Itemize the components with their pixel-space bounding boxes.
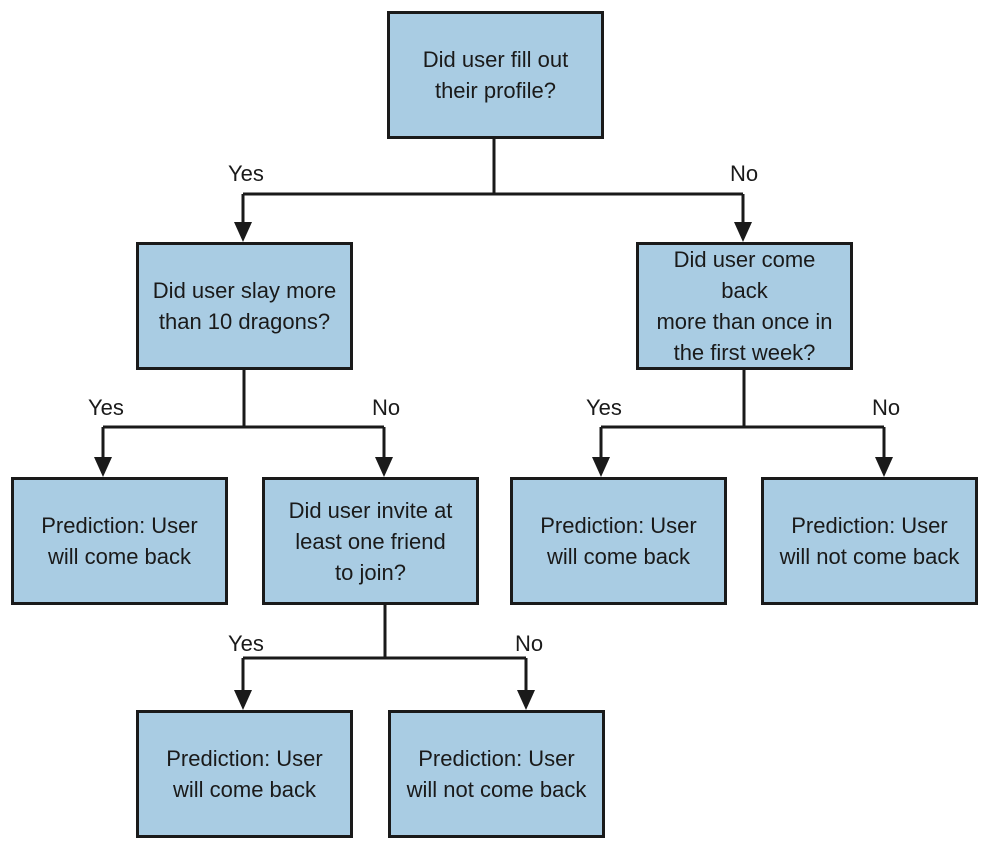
- node-text-line: Did user fill out: [422, 47, 569, 72]
- dragons-connector-right-arrowhead: [375, 457, 393, 477]
- node-prediction-week-yes: Prediction: User will come back: [510, 477, 727, 605]
- edge-label-root-yes: Yes: [228, 161, 264, 186]
- invite-connector-left-arrowhead: [234, 690, 252, 710]
- node-text-line: will not come back: [779, 544, 960, 569]
- node-prediction-week-no: Prediction: User will not come back: [761, 477, 978, 605]
- node-prediction-invite-no: Prediction: User will not come back: [388, 710, 605, 838]
- node-text-line: than 10 dragons?: [158, 309, 331, 334]
- node-text-line: will come back: [546, 544, 691, 569]
- node-text-line: more than once in: [656, 309, 833, 334]
- node-text-line: Did user invite at: [288, 497, 453, 523]
- edge-label-week-yes: Yes: [586, 395, 622, 420]
- node-prediction-dragons-yes: Prediction: User will come back: [11, 477, 228, 605]
- node-text-line: to join?: [335, 559, 406, 585]
- node-come-back-first-week: Did user come back more than once in the…: [636, 242, 853, 370]
- node-text-line: least one friend: [295, 528, 446, 554]
- node-text-line: Prediction: User: [791, 513, 948, 538]
- node-text-line: the first week?: [673, 340, 816, 365]
- week-connector-right-arrowhead: [875, 457, 893, 477]
- edge-label-invite-no: No: [515, 631, 544, 656]
- node-text-line: will not come back: [406, 777, 587, 802]
- node-slay-dragons: Did user slay more than 10 dragons?: [136, 242, 353, 370]
- edge-label-week-no: No: [872, 395, 901, 420]
- node-fill-out-profile: Did user fill out their profile?: [387, 11, 604, 139]
- node-text-line: their profile?: [434, 78, 557, 103]
- edge-label-root-no: No: [730, 161, 759, 186]
- node-text-line: Did user come back: [673, 247, 816, 303]
- node-text-line: will come back: [47, 544, 192, 569]
- dragons-connector-left-arrowhead: [94, 457, 112, 477]
- week-connector-left-arrowhead: [592, 457, 610, 477]
- root-connector-left-arrowhead: [234, 222, 252, 242]
- node-text-line: Prediction: User: [540, 513, 697, 538]
- node-prediction-invite-yes: Prediction: User will come back: [136, 710, 353, 838]
- edge-label-dragons-yes: Yes: [88, 395, 124, 420]
- node-text-line: Prediction: User: [418, 746, 575, 771]
- node-text-line: will come back: [172, 777, 317, 802]
- edge-label-invite-yes: Yes: [228, 631, 264, 656]
- node-invite-friend: Did user invite at least one friend to j…: [262, 477, 479, 605]
- node-text-line: Did user slay more: [152, 278, 337, 303]
- node-text-line: Prediction: User: [41, 513, 198, 538]
- invite-connector-right-arrowhead: [517, 690, 535, 710]
- edge-label-dragons-no: No: [372, 395, 401, 420]
- node-text-line: Prediction: User: [166, 746, 323, 771]
- root-connector-right-arrowhead: [734, 222, 752, 242]
